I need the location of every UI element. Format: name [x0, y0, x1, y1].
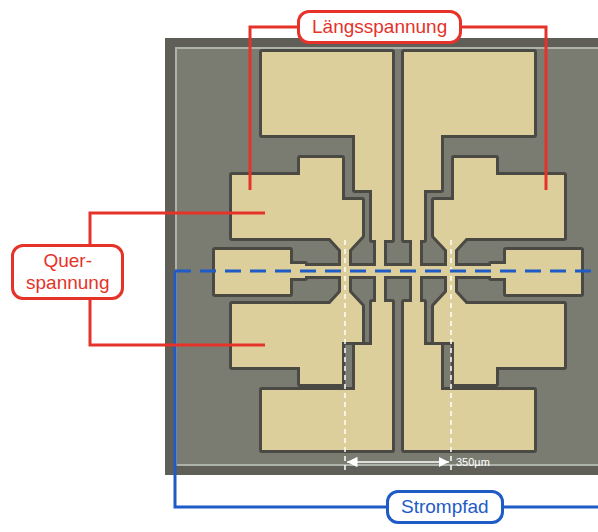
voltage-callout: Längsspannung — [297, 10, 462, 44]
callout-text: Quer- spannung — [26, 250, 109, 294]
dimension-arrow — [347, 461, 449, 463]
callout-text: Strompfad — [401, 496, 489, 518]
pad-trench — [215, 52, 581, 450]
current-leader — [175, 271, 598, 507]
dimension-label: 350µm — [456, 456, 490, 469]
dimension-line — [450, 240, 452, 470]
current-path-line — [175, 270, 598, 273]
callout-text: Längsspannung — [312, 16, 447, 38]
dimension-line — [344, 240, 346, 470]
voltage-callout: Quer- spannung — [11, 244, 124, 300]
current-callout: Strompfad — [386, 490, 504, 524]
chip-surface — [176, 48, 598, 465]
gold-pads — [215, 52, 581, 450]
longitudinal-leader — [250, 27, 546, 190]
